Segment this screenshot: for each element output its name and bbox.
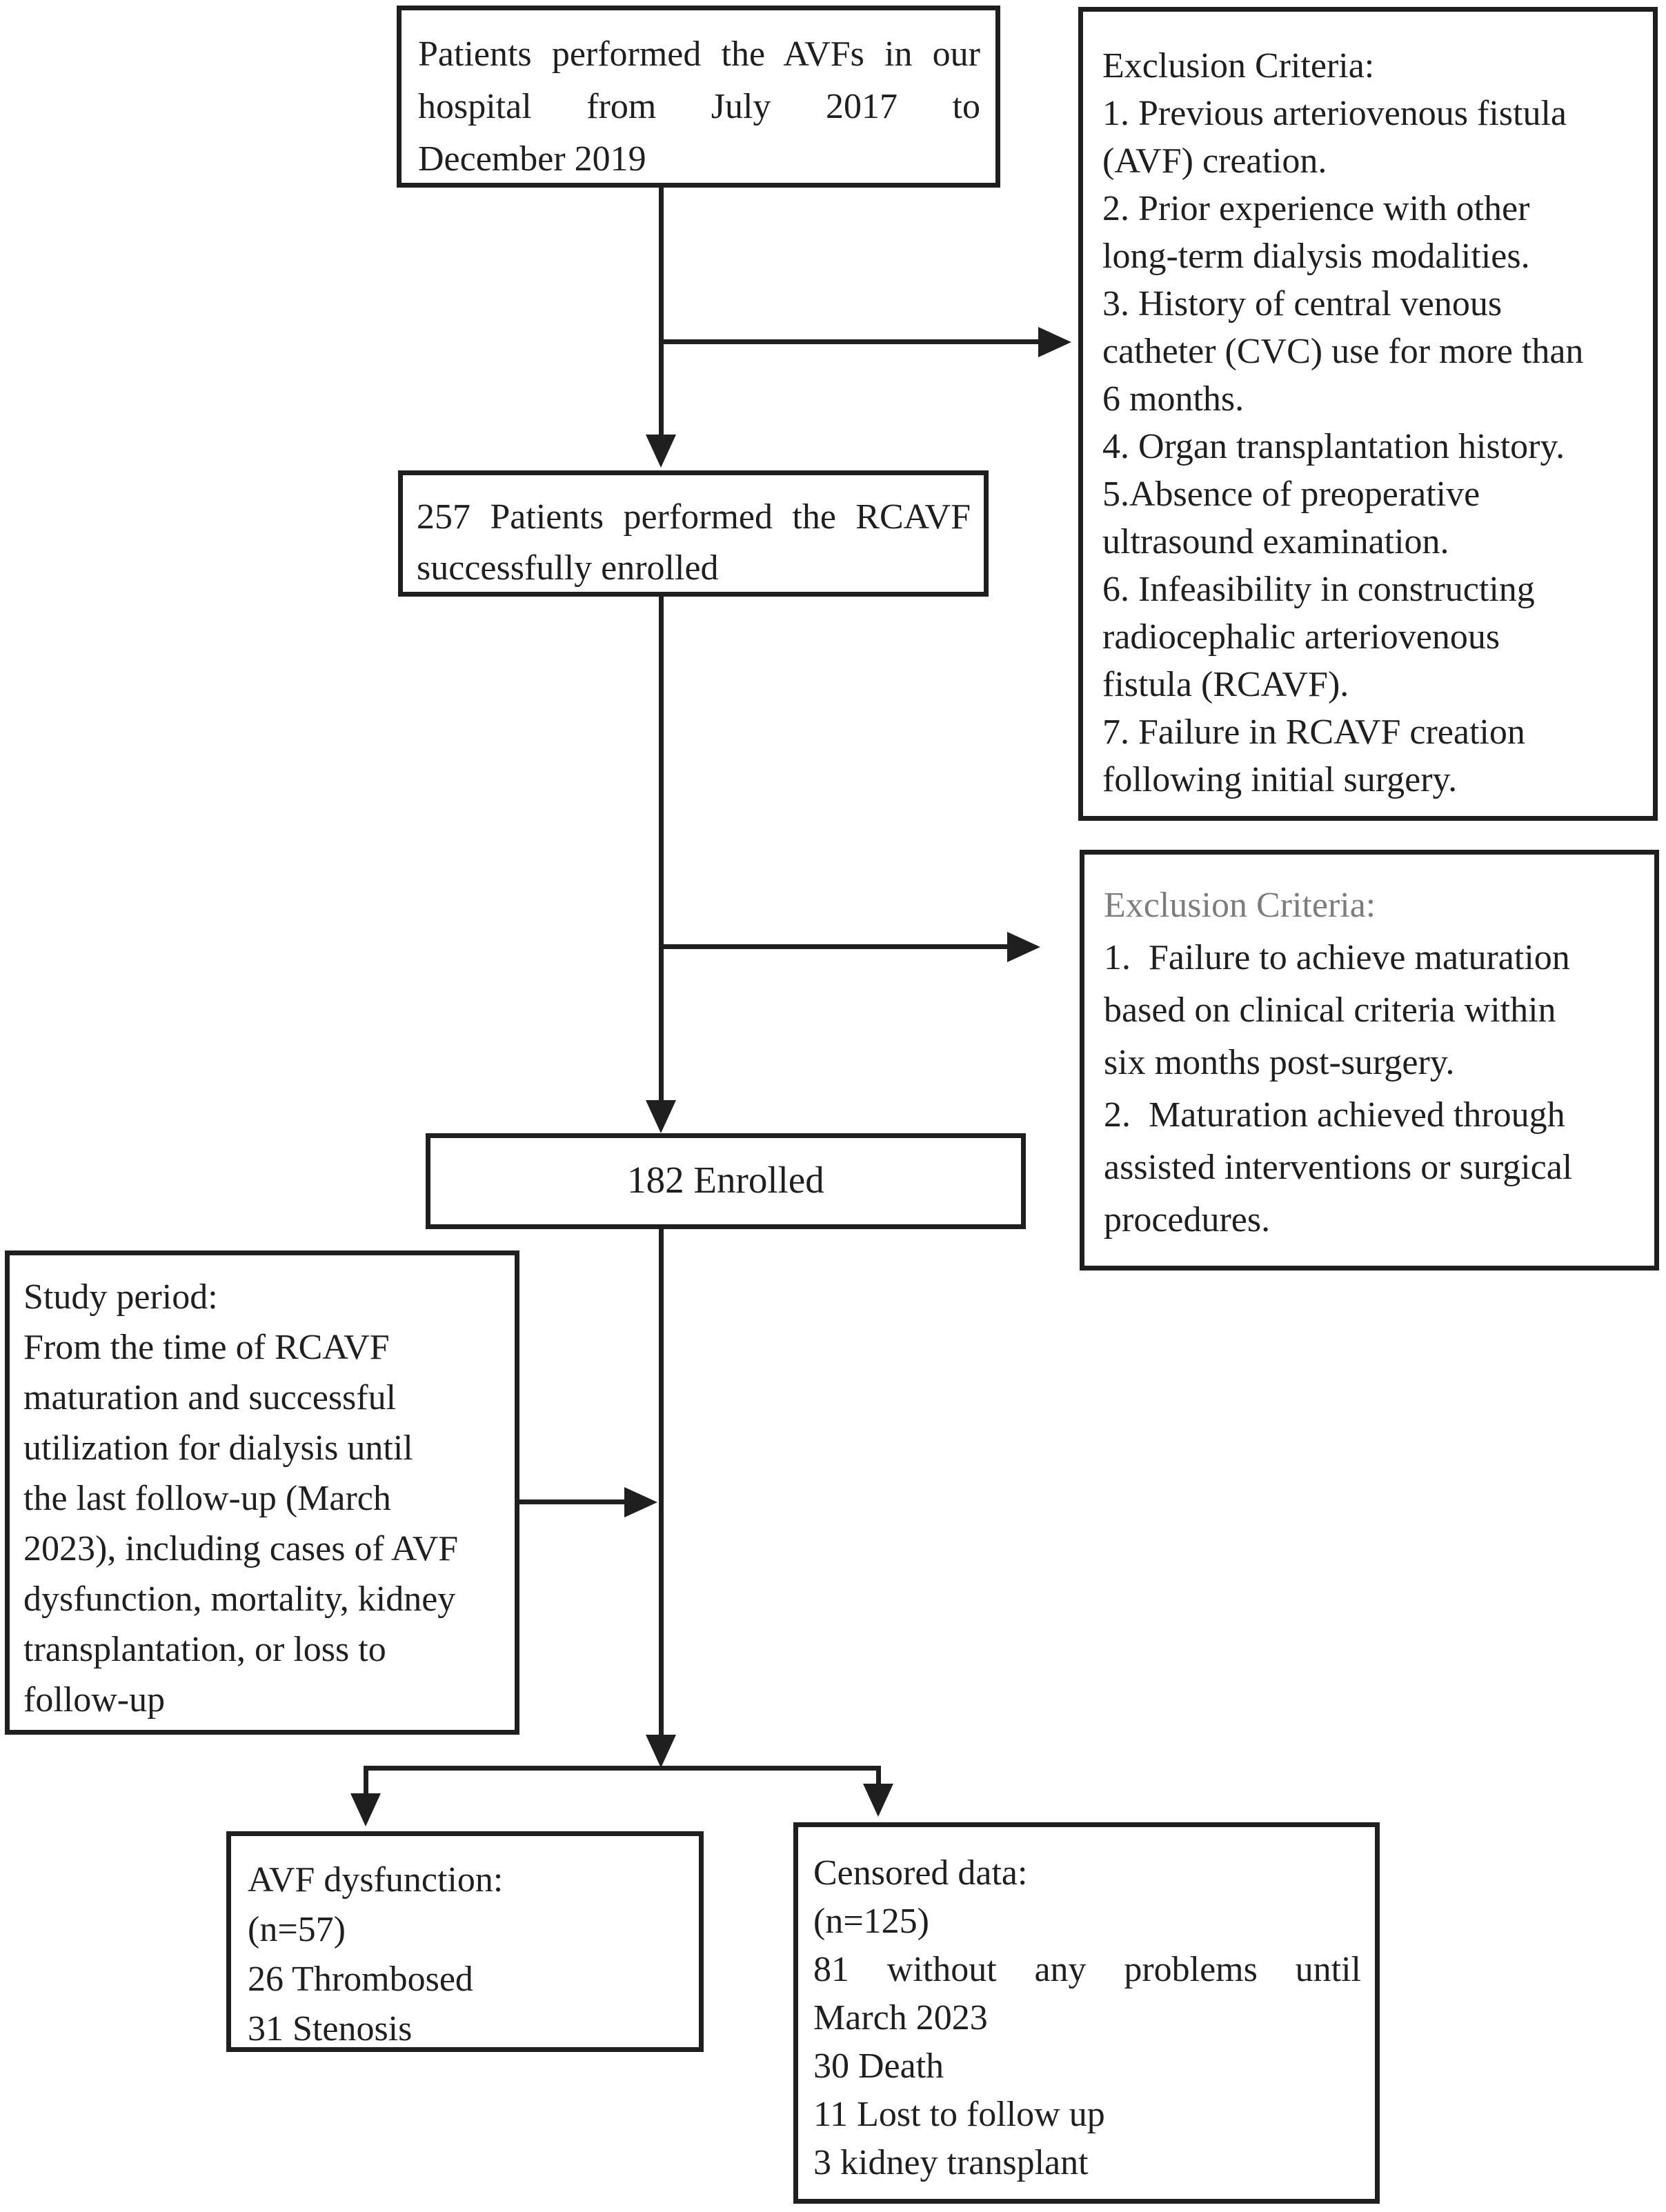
text-line: successfully enrolled: [417, 548, 719, 588]
text-line: Patients performed the AVFs in our: [418, 34, 980, 74]
text-line: (n=125): [813, 1902, 929, 1941]
text-line: 30 Death: [813, 2046, 944, 2086]
text-line: 1. Failure to achieve maturation: [1104, 938, 1570, 977]
box-avf-dysfunction-text: AVF dysfunction: (n=57) 26 Thrombosed 31 St…: [248, 1855, 688, 2054]
text-line: assisted interventions or surgical: [1104, 1148, 1573, 1187]
text-line: 4. Organ transplantation history.: [1102, 427, 1565, 466]
text-line: 2. Prior experience with other: [1102, 189, 1530, 228]
text-line: Exclusion Criteria:: [1102, 46, 1375, 86]
text-line: 7. Failure in RCAVF creation: [1102, 713, 1525, 752]
arrowhead-down-into-censored-data: [863, 1784, 893, 1817]
box-exclusion-criteria-2-text: Exclusion Criteria: 1. Failure to achieve…: [1104, 879, 1640, 1246]
text-line: 3 kidney transplant: [813, 2143, 1089, 2182]
text-line: Study period:: [23, 1277, 218, 1317]
text-line: (n=57): [248, 1910, 346, 1949]
arrowhead-down-into-rcavf: [646, 435, 676, 468]
text-line: utilization for dialysis until: [23, 1428, 413, 1468]
text-line: December 2019: [418, 139, 646, 179]
text-line: hospital from July 2017 to: [418, 87, 980, 126]
text-line: From the time of RCAVF: [23, 1328, 390, 1367]
text-line: radiocephalic arteriovenous: [1102, 617, 1500, 657]
arrowhead-right-into-exclusion-2: [1007, 932, 1040, 962]
box-avf-dysfunction: AVF dysfunction: (n=57) 26 Thrombosed 31 St…: [226, 1831, 704, 2052]
text-line: the last follow-up (March: [23, 1479, 391, 1518]
text-line: March 2023: [813, 1998, 988, 2037]
text-line: 1. Previous arteriovenous fistula: [1102, 94, 1567, 133]
text-line: maturation and successful: [23, 1378, 397, 1417]
box-enrolled-final: 182 Enrolled: [426, 1133, 1026, 1229]
text-line: Exclusion Criteria:: [1104, 886, 1376, 925]
text-line: transplantation, or loss to: [23, 1630, 386, 1669]
text-line: Censored data:: [813, 1853, 1028, 1893]
box-enrollment-source-text: Patients performed the AVFs in our hospit…: [418, 28, 980, 186]
arrowhead-right-from-study-period: [624, 1487, 657, 1517]
box-exclusion-criteria-1-text: Exclusion Criteria: 1. Previous arteriove…: [1102, 42, 1639, 804]
text-line: 3. History of central venous: [1102, 284, 1503, 323]
text-line: catheter (CVC) use for more than: [1102, 332, 1584, 371]
arrowhead-down-into-avf-dysfunction: [350, 1793, 381, 1826]
arrowhead-down-at-split: [646, 1735, 676, 1768]
text-line: (AVF) creation.: [1102, 141, 1327, 181]
connector-drop-left: [364, 1766, 368, 1795]
connector-branch-to-exclusion-1: [659, 339, 1038, 344]
text-line: following initial surgery.: [1102, 760, 1458, 799]
connector-split-horizontal: [364, 1766, 881, 1771]
arrowhead-right-into-exclusion-1: [1038, 327, 1071, 357]
connector-drop-right: [876, 1766, 881, 1785]
connector-enrolled-to-split: [659, 1228, 664, 1736]
box-study-period: Study period: From the time of RCAVF matur…: [5, 1251, 519, 1735]
box-rcavf-enrolled: 257 Patients performed the RCAVF successf…: [398, 470, 989, 597]
text-line: 257 Patients performed the RCAVF: [417, 497, 971, 537]
connector-rcavf-to-enrolled: [659, 595, 664, 1102]
text-line: 11 Lost to follow up: [813, 2095, 1105, 2134]
text-line: dysfunction, mortality, kidney: [23, 1580, 456, 1619]
text-line: ultrasound examination.: [1102, 522, 1449, 561]
box-rcavf-enrolled-text: 257 Patients performed the RCAVF successf…: [417, 492, 971, 594]
box-censored-data: Censored data: (n=125) 81 without any prob…: [793, 1822, 1380, 2204]
box-study-period-text: Study period: From the time of RCAVF matur…: [23, 1272, 504, 1725]
text-line: 2023), including cases of AVF: [23, 1529, 459, 1568]
box-censored-data-text: Censored data: (n=125) 81 without any prob…: [813, 1849, 1361, 2187]
text-line: follow-up: [23, 1680, 166, 1720]
box-exclusion-criteria-2: Exclusion Criteria: 1. Failure to achieve…: [1080, 850, 1659, 1271]
text-line: 6 months.: [1102, 379, 1244, 419]
connector-source-to-rcavf: [659, 186, 664, 436]
text-line: fistula (RCAVF).: [1102, 665, 1349, 704]
text-line: AVF dysfunction:: [248, 1860, 504, 1900]
text-line: 6. Infeasibility in constructing: [1102, 570, 1535, 609]
text-line: 81 without any problems until: [813, 1950, 1361, 1989]
text-line: 5.Absence of preoperative: [1102, 475, 1480, 514]
text-line: 26 Thrombosed: [248, 1960, 473, 1999]
text-line: long-term dialysis modalities.: [1102, 237, 1530, 276]
text-line: 31 Stenosis: [248, 2009, 413, 2049]
box-exclusion-criteria-1: Exclusion Criteria: 1. Previous arteriove…: [1078, 7, 1658, 821]
box-enrolled-final-text: 182 Enrolled: [430, 1138, 1021, 1222]
arrowhead-down-into-enrolled: [646, 1100, 676, 1133]
text-line: based on clinical criteria within: [1104, 990, 1556, 1030]
text-line: six months post-surgery.: [1104, 1043, 1455, 1082]
box-enrollment-source: Patients performed the AVFs in our hospit…: [397, 6, 1000, 188]
text-line: 2. Maturation achieved through: [1104, 1095, 1565, 1135]
connector-branch-to-exclusion-2: [659, 944, 1007, 949]
text-line: procedures.: [1104, 1200, 1271, 1239]
connector-study-period-branch: [519, 1499, 624, 1504]
text-line: 182 Enrolled: [627, 1159, 824, 1201]
